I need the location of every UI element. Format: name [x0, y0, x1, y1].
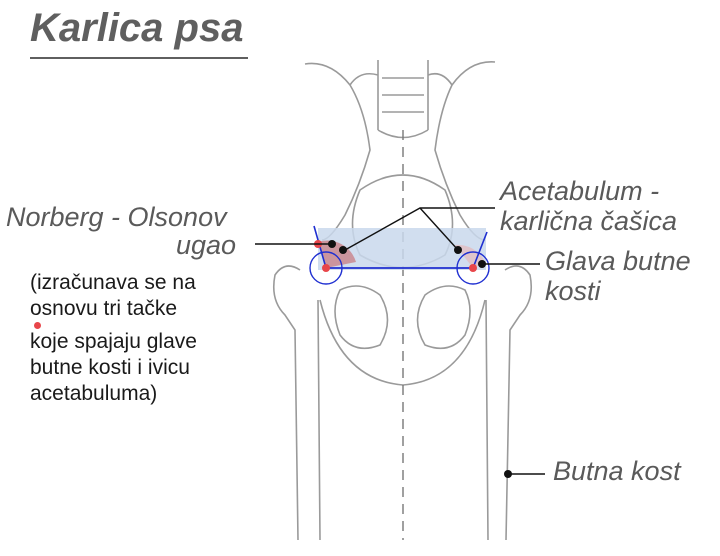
right-angle-wedge	[455, 244, 485, 268]
note-line: butne kosti i ivicu	[30, 356, 190, 379]
red-point-icon	[34, 322, 41, 329]
right-femur	[485, 265, 533, 541]
right-acetabular-line	[472, 231, 488, 269]
left-femur	[272, 265, 321, 541]
label-norberg-line1: Norberg - Olsonov	[6, 202, 227, 232]
spine	[377, 60, 429, 139]
left-ilium	[304, 62, 371, 241]
norberg-angle-wedge	[318, 240, 356, 268]
right-ilium	[434, 61, 496, 241]
label-acetabulum-line2: karlična čašica	[500, 206, 678, 236]
note-line: (izračunava se na	[30, 271, 196, 294]
note-line: osnovu tri tačke	[30, 297, 178, 320]
label-glava-line2: kosti	[545, 276, 601, 306]
label-glava-line1: Glava butne	[545, 246, 691, 276]
norberg-note: (izračunava se na osnovu tri tačke koje …	[30, 270, 280, 407]
ilium-inner	[349, 72, 453, 86]
leader-dot-norberg	[328, 240, 336, 248]
title-underline	[30, 57, 248, 59]
label-butna-kost: Butna kost	[553, 456, 681, 486]
leader-dot-acet-right	[454, 246, 462, 254]
point-left-head	[322, 264, 330, 272]
page-title: Karlica psa	[30, 6, 244, 50]
right-obturator	[416, 285, 471, 350]
note-line: acetabuluma)	[30, 382, 158, 405]
label-acetabulum-line1: Acetabulum -	[500, 176, 660, 206]
left-obturator	[334, 285, 389, 350]
point-right-head	[469, 264, 477, 272]
leader-acetabulum-b	[419, 207, 459, 251]
note-line-with-point: osnovu tri tačke	[30, 296, 280, 329]
leader-dot-glava	[478, 260, 486, 268]
note-line: koje spajaju glave	[30, 330, 197, 353]
label-norberg-line2: ugao	[176, 230, 237, 260]
leader-dot-butna	[504, 470, 512, 478]
leader-dot-acet-left	[339, 246, 347, 254]
